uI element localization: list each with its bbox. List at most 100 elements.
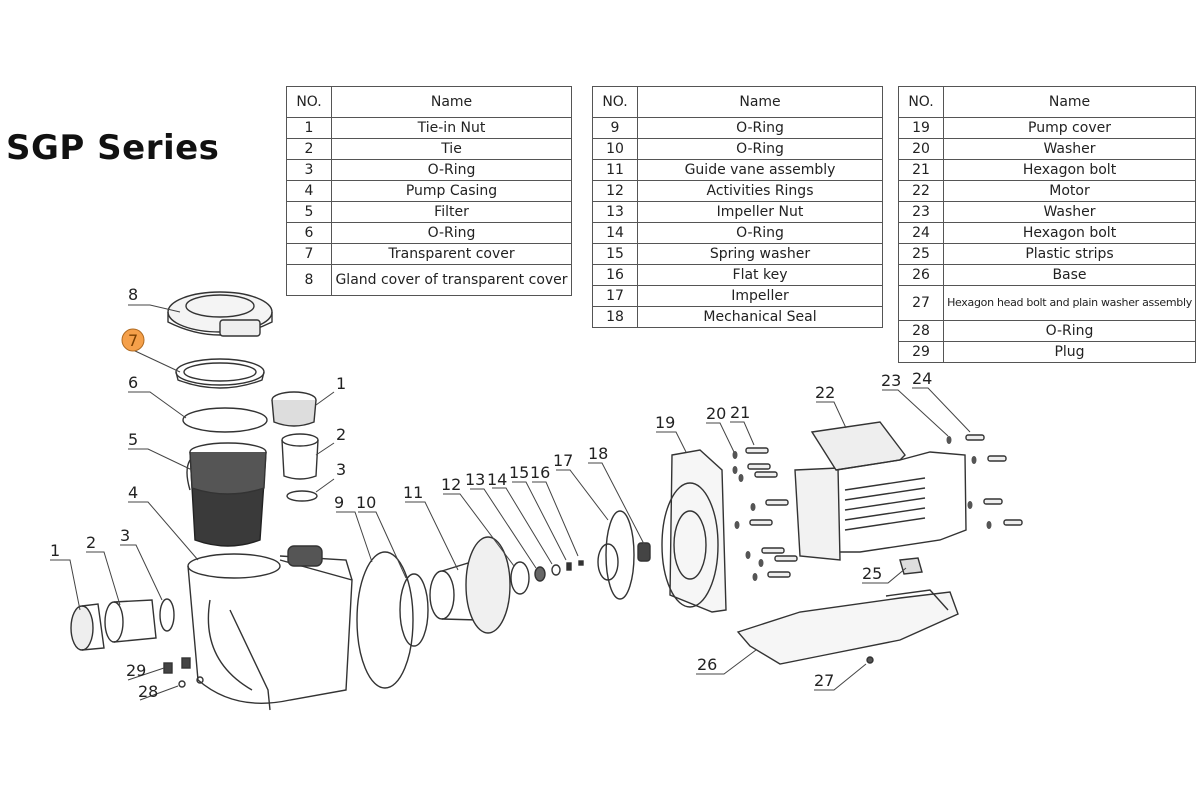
part-pump-casing <box>187 545 353 711</box>
part-bolts-21 <box>745 447 798 578</box>
part-motor <box>794 421 967 561</box>
part-base <box>736 589 959 665</box>
callout-29: 29 <box>126 661 146 680</box>
part-no: 22 <box>898 180 944 202</box>
callout-13: 13 <box>465 470 485 489</box>
part-bolt-27 <box>866 656 874 664</box>
table-header: NO. Name <box>286 86 572 118</box>
callout-25: 25 <box>862 564 882 583</box>
callout-2-top: 2 <box>336 425 346 444</box>
part-name: Hexagon head bolt and plain washer assem… <box>943 285 1196 321</box>
part-tie-in-nut-left <box>70 603 105 651</box>
part-bolts-24 <box>965 434 1023 526</box>
part-mechanical-seal <box>637 542 651 562</box>
part-pump-cover <box>661 449 727 613</box>
part-no: 14 <box>592 222 638 244</box>
callout-7: 7 <box>128 331 138 350</box>
callout-16: 16 <box>530 463 550 482</box>
callout-5: 5 <box>128 430 138 449</box>
header-no: NO. <box>592 86 638 118</box>
part-spring-washer <box>566 562 572 571</box>
part-name: Impeller Nut <box>637 201 883 223</box>
callout-19: 19 <box>655 413 675 432</box>
callout-22: 22 <box>815 383 835 402</box>
part-o-ring-10 <box>399 573 429 647</box>
callout-27: 27 <box>814 671 834 690</box>
callout-26: 26 <box>697 655 717 674</box>
part-o-ring-3-top <box>286 490 318 502</box>
part-impeller-nut <box>534 566 546 582</box>
callout-3-top: 3 <box>336 460 346 479</box>
callout-14: 14 <box>487 470 507 489</box>
part-name: Plug <box>943 341 1196 363</box>
part-o-ring-6 <box>182 407 268 433</box>
callout-2-left: 2 <box>86 533 96 552</box>
callout-17: 17 <box>553 451 573 470</box>
part-no: 8 <box>286 264 332 296</box>
diagram-title: SGP Series <box>6 128 220 168</box>
callout-labels: 8 7 6 5 4 1 2 3 1 2 3 29 28 9 10 11 12 1… <box>50 285 932 701</box>
part-no: 26 <box>898 264 944 286</box>
callout-1-top: 1 <box>336 374 346 393</box>
part-name: Transparent cover <box>331 243 572 265</box>
header-no: NO. <box>286 86 332 118</box>
part-o-ring-14 <box>551 564 561 576</box>
part-transparent-cover <box>175 358 265 389</box>
callout-18: 18 <box>588 444 608 463</box>
part-no: 18 <box>592 306 638 328</box>
part-washers-23 <box>946 436 992 529</box>
part-name: Mechanical Seal <box>637 306 883 328</box>
part-plastic-strip <box>899 557 923 575</box>
part-impeller <box>597 510 635 600</box>
callout-8: 8 <box>128 285 138 304</box>
part-washers-20 <box>732 451 764 581</box>
part-name: O-Ring <box>637 222 883 244</box>
part-tie-left <box>104 599 157 643</box>
part-no: 15 <box>592 243 638 265</box>
callout-21: 21 <box>730 403 750 422</box>
highlight-marker <box>121 328 145 352</box>
part-no: 17 <box>592 285 638 307</box>
part-no: 25 <box>898 243 944 265</box>
leader-lines <box>50 304 971 701</box>
callout-10: 10 <box>356 493 376 512</box>
callout-23: 23 <box>881 371 901 390</box>
part-name: Gland cover of transparent cover <box>331 264 572 296</box>
table-header: NO. Name <box>592 86 883 118</box>
part-filter-basket <box>186 442 267 547</box>
part-no: 28 <box>898 320 944 342</box>
part-gland-cover <box>167 291 273 337</box>
part-name: Guide vane assembly <box>637 159 883 181</box>
part-no: 29 <box>898 341 944 363</box>
part-tie-in-nut-top <box>271 391 317 427</box>
part-o-ring-9 <box>356 551 414 689</box>
callout-15: 15 <box>509 463 529 482</box>
callout-28: 28 <box>138 682 158 701</box>
callout-12: 12 <box>441 475 461 494</box>
header-name: Name <box>637 86 883 118</box>
callout-1-left: 1 <box>50 541 60 560</box>
callout-24: 24 <box>912 369 932 388</box>
